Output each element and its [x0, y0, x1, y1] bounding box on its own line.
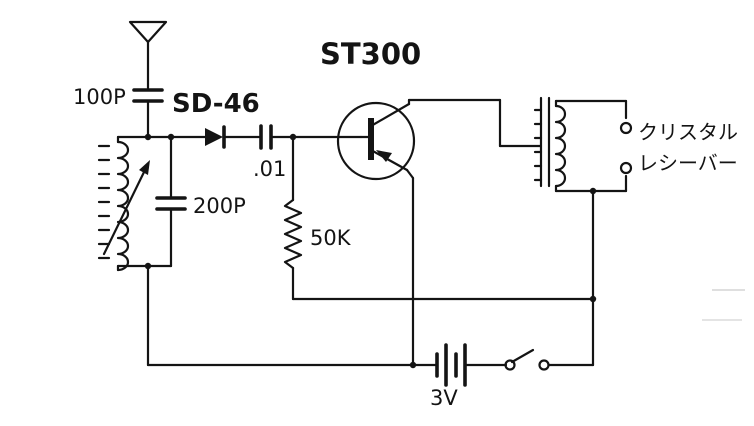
transistor-symbol	[336, 98, 416, 181]
power-switch	[504, 348, 595, 371]
antenna-capacitor-label: 100P	[73, 85, 126, 109]
junction-dot	[589, 295, 597, 303]
diode-symbol	[205, 125, 261, 149]
collector-wire	[407, 98, 542, 148]
variable-arrow	[102, 160, 150, 256]
junction-dot	[144, 133, 152, 141]
tuning-capacitor-label: 200P	[193, 194, 246, 218]
coupling-capacitor	[259, 124, 363, 150]
junction-dot	[589, 187, 597, 195]
coupling-capacitor-label: .01	[253, 157, 286, 181]
transistor-label: ST300	[320, 37, 421, 71]
resistor-label: 50K	[310, 226, 352, 250]
emitter-wire	[405, 168, 415, 180]
antenna-symbol	[128, 20, 168, 90]
receiver-terminal	[619, 161, 633, 175]
tuning-capacitor	[146, 135, 187, 268]
diode-label: SD-46	[172, 89, 260, 119]
ferrite-core	[97, 144, 111, 260]
antenna-capacitor	[132, 88, 164, 139]
junction-dot	[409, 361, 417, 369]
receiver-terminal	[619, 121, 633, 135]
bias-resistor	[283, 135, 595, 301]
earphone-label-line1: クリスタル	[638, 120, 738, 144]
battery-symbol	[435, 343, 508, 387]
tuning-coil	[116, 135, 150, 272]
output-transformer	[533, 96, 628, 193]
earphone-label-line2: レシーバー	[638, 151, 738, 175]
battery-label: 3V	[430, 386, 458, 410]
